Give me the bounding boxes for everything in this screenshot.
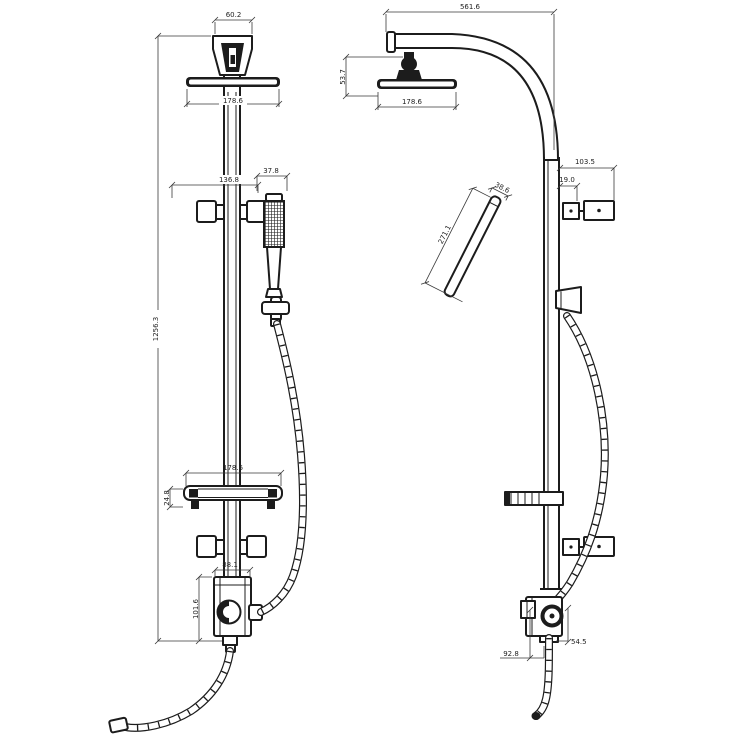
front-mixer-valve xyxy=(213,576,263,653)
dim-label-hose-drop: 92.8 xyxy=(503,650,519,658)
side-curved-arm xyxy=(386,31,559,161)
dim-label-overall-depth: 561.6 xyxy=(460,3,481,11)
side-lower-bracket xyxy=(562,536,615,557)
dim-label-handset-width: 37.8 xyxy=(263,167,279,175)
front-upper-bracket xyxy=(196,200,267,223)
dim-label-top-mount-width: 60.2 xyxy=(226,11,242,19)
dim-label-head-depth: 178.6 xyxy=(402,98,423,106)
side-outlet-hose xyxy=(531,638,550,720)
dim-label-shelf-thickness: 24.8 xyxy=(163,490,171,506)
front-shelf xyxy=(183,485,283,509)
front-top-mount xyxy=(212,35,253,76)
side-handset-holder xyxy=(555,286,582,314)
front-lower-bracket xyxy=(196,535,267,558)
dim-label-overall-height: 1256.3 xyxy=(152,317,160,342)
dim-label-head-width: 178.6 xyxy=(223,97,244,105)
side-mixer-valve xyxy=(520,596,564,643)
dim-label-head-drop: 53.7 xyxy=(339,69,347,85)
dim-label-handset-length: 271.1 xyxy=(437,224,453,246)
front-shower-hose xyxy=(108,324,303,734)
side-upper-bracket xyxy=(562,200,615,221)
front-hand-shower xyxy=(261,193,290,327)
side-hand-shower xyxy=(443,195,502,298)
side-shelf xyxy=(504,491,564,506)
front-dimensions: 60.2 178.6 136.8 37.8 1256.3 178.6 24.8 … xyxy=(152,11,291,645)
dim-label-outlet-offset: 54.5 xyxy=(571,638,587,646)
dim-label-wall-bracket-depth: 103.5 xyxy=(575,158,595,166)
side-shower-head xyxy=(377,52,457,89)
side-view xyxy=(377,31,615,720)
dim-label-shelf-width: 178.6 xyxy=(223,464,244,472)
dim-label-mixer-width: 88.1 xyxy=(222,561,238,569)
dim-label-wall-bracket-gap: 19.0 xyxy=(559,176,575,184)
side-rail xyxy=(540,157,563,590)
front-shower-head xyxy=(186,77,280,87)
front-view xyxy=(108,35,303,734)
dim-label-bracket-span: 136.8 xyxy=(219,176,239,184)
side-shower-hose xyxy=(554,316,605,603)
dim-label-mixer-height: 101.6 xyxy=(192,598,200,619)
